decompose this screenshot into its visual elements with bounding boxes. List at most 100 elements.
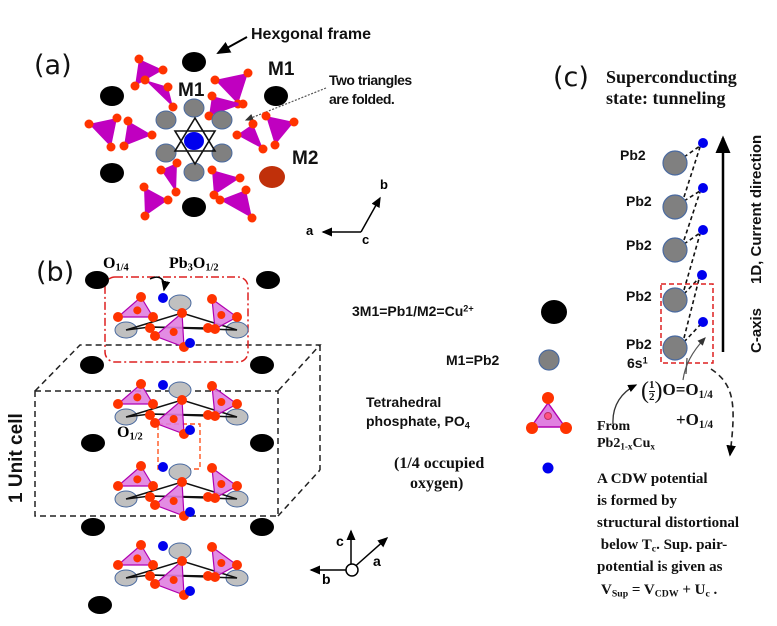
from-formula-sub1: 1-x bbox=[620, 441, 633, 452]
legend-phosphate-sub: 4 bbox=[464, 420, 470, 431]
tunneling-bond bbox=[683, 145, 701, 158]
cdw-line-1: A CDW potential bbox=[597, 471, 708, 487]
oxygen-atom bbox=[148, 312, 158, 322]
phosphorus-center bbox=[169, 328, 178, 336]
quarter-oxygen bbox=[698, 138, 708, 148]
panel-a-hexagonal-view bbox=[84, 36, 381, 237]
oxygen-atom bbox=[156, 165, 166, 175]
phosphate-triangle bbox=[215, 73, 248, 104]
upper-triangle bbox=[173, 116, 217, 152]
m1-label-center: M1 bbox=[178, 80, 205, 101]
axis-b-arrow bbox=[360, 196, 381, 233]
axis-origin bbox=[345, 563, 359, 577]
legend-oxygen-right bbox=[560, 422, 572, 434]
pb3-o: O bbox=[192, 255, 206, 272]
pb2-label-4: Pb2 bbox=[626, 288, 652, 304]
oxygen-atom bbox=[241, 185, 251, 195]
legend-symbols bbox=[526, 300, 572, 474]
oxygen-atom bbox=[203, 323, 213, 333]
unit-cell-bottom-edge bbox=[277, 469, 321, 517]
pb1-site bbox=[182, 52, 206, 72]
o-half-label: O1/2 bbox=[117, 424, 143, 443]
pb3-o-sub: 1/2 bbox=[205, 262, 219, 274]
legend-gray-circle bbox=[538, 349, 560, 371]
oxygen-atom bbox=[84, 119, 94, 129]
pb1-site bbox=[88, 596, 112, 614]
phosphorus-center bbox=[169, 576, 178, 584]
pair-potential-formula: VSup = VCDW + Uc . bbox=[601, 582, 717, 599]
formula-plus: + U bbox=[678, 582, 706, 598]
oxygen-atom bbox=[238, 99, 248, 109]
oxygen-atom bbox=[204, 111, 214, 121]
hexagonal-frame-label: Hexgonal frame bbox=[251, 26, 372, 43]
quarter-oxygen bbox=[697, 270, 707, 280]
oxygen-eq-plus: +O bbox=[676, 410, 699, 429]
folded-note-line1: Two triangles bbox=[329, 72, 412, 88]
pb1-site bbox=[100, 86, 124, 106]
panel-c-title-line2: state: tunneling bbox=[606, 88, 726, 108]
bond-lines bbox=[125, 481, 238, 500]
quarter-oxygen bbox=[185, 507, 195, 517]
pb2-atom bbox=[662, 194, 688, 220]
central-oxygen bbox=[184, 132, 204, 150]
pb1-site bbox=[256, 271, 280, 289]
phosphate-triangle bbox=[209, 96, 243, 116]
oxygen-atom bbox=[130, 81, 140, 91]
panel-b-label: (b) bbox=[36, 257, 75, 288]
oxygen-atom bbox=[215, 195, 225, 205]
oxygen-atom bbox=[140, 75, 150, 85]
oxygen-atom bbox=[136, 540, 146, 550]
oxygen-equation-plus: +O1/4 bbox=[676, 410, 713, 431]
axis-a-label-b: a bbox=[373, 553, 381, 569]
hexagonal-frame-arrow bbox=[216, 36, 248, 54]
current-direction-label: 1D, Current direction bbox=[748, 134, 765, 284]
quarter-oxygen bbox=[698, 183, 708, 193]
tunneling-bond bbox=[683, 190, 701, 202]
oxygen-atom bbox=[150, 500, 160, 510]
phosphorus-center bbox=[217, 398, 226, 406]
oxygen-eq-sub: 1/4 bbox=[698, 388, 713, 401]
box-to-oxygen-arrow bbox=[682, 337, 706, 381]
o-half-main: O bbox=[117, 424, 130, 441]
phosphorus-center bbox=[217, 311, 226, 319]
phosphate-triangle bbox=[153, 480, 185, 517]
fraction-denominator: 2 bbox=[649, 390, 655, 403]
from-formula-sub2: x bbox=[650, 441, 655, 452]
oxygen-atom bbox=[207, 294, 217, 304]
tunneling-bond bbox=[683, 278, 700, 339]
oxygen-atom bbox=[232, 560, 242, 570]
oxygen-atom bbox=[163, 195, 173, 205]
phosphate-triangle bbox=[124, 121, 152, 146]
pb2-site bbox=[183, 98, 205, 118]
oxygen-atom bbox=[119, 141, 129, 151]
axis-a-arrow-b bbox=[350, 537, 389, 571]
oxygen-atom bbox=[145, 323, 155, 333]
formula-eq: = V bbox=[628, 582, 655, 598]
oxygen-atom bbox=[235, 173, 245, 183]
pb3-sub: 3 bbox=[187, 262, 193, 274]
legend-item-pb1-cu: 3M1=Pb1/M2=Cu2+ bbox=[352, 303, 474, 319]
phosphorus-center bbox=[217, 480, 226, 488]
phosphate-triangle bbox=[212, 170, 240, 195]
m2-label: M2 bbox=[292, 148, 319, 169]
oxygen-atom bbox=[177, 395, 187, 405]
quarter-oxygen bbox=[698, 225, 708, 235]
from-arrow bbox=[612, 384, 638, 425]
oxygen-atom bbox=[106, 142, 116, 152]
oxygen-atom bbox=[207, 542, 217, 552]
from-formula-cu: Cu bbox=[632, 436, 651, 451]
phosphorus-center bbox=[133, 393, 142, 402]
oxygen-atom bbox=[209, 190, 219, 200]
quarter-oxygen bbox=[158, 380, 168, 390]
oxygen-atom bbox=[207, 165, 217, 175]
phosphorus-center bbox=[169, 497, 178, 505]
pb2-site bbox=[211, 143, 233, 163]
oxygen-atom bbox=[139, 182, 149, 192]
o-quarter-arrow bbox=[149, 276, 171, 292]
pb2-atom bbox=[662, 335, 688, 361]
from-formula: Pb21-xCux bbox=[597, 436, 655, 452]
tunneling-bond bbox=[683, 146, 701, 198]
oxygen-atom bbox=[136, 379, 146, 389]
o-quarter-sub: 1/4 bbox=[115, 262, 129, 274]
panel-c-tunneling bbox=[612, 135, 736, 457]
